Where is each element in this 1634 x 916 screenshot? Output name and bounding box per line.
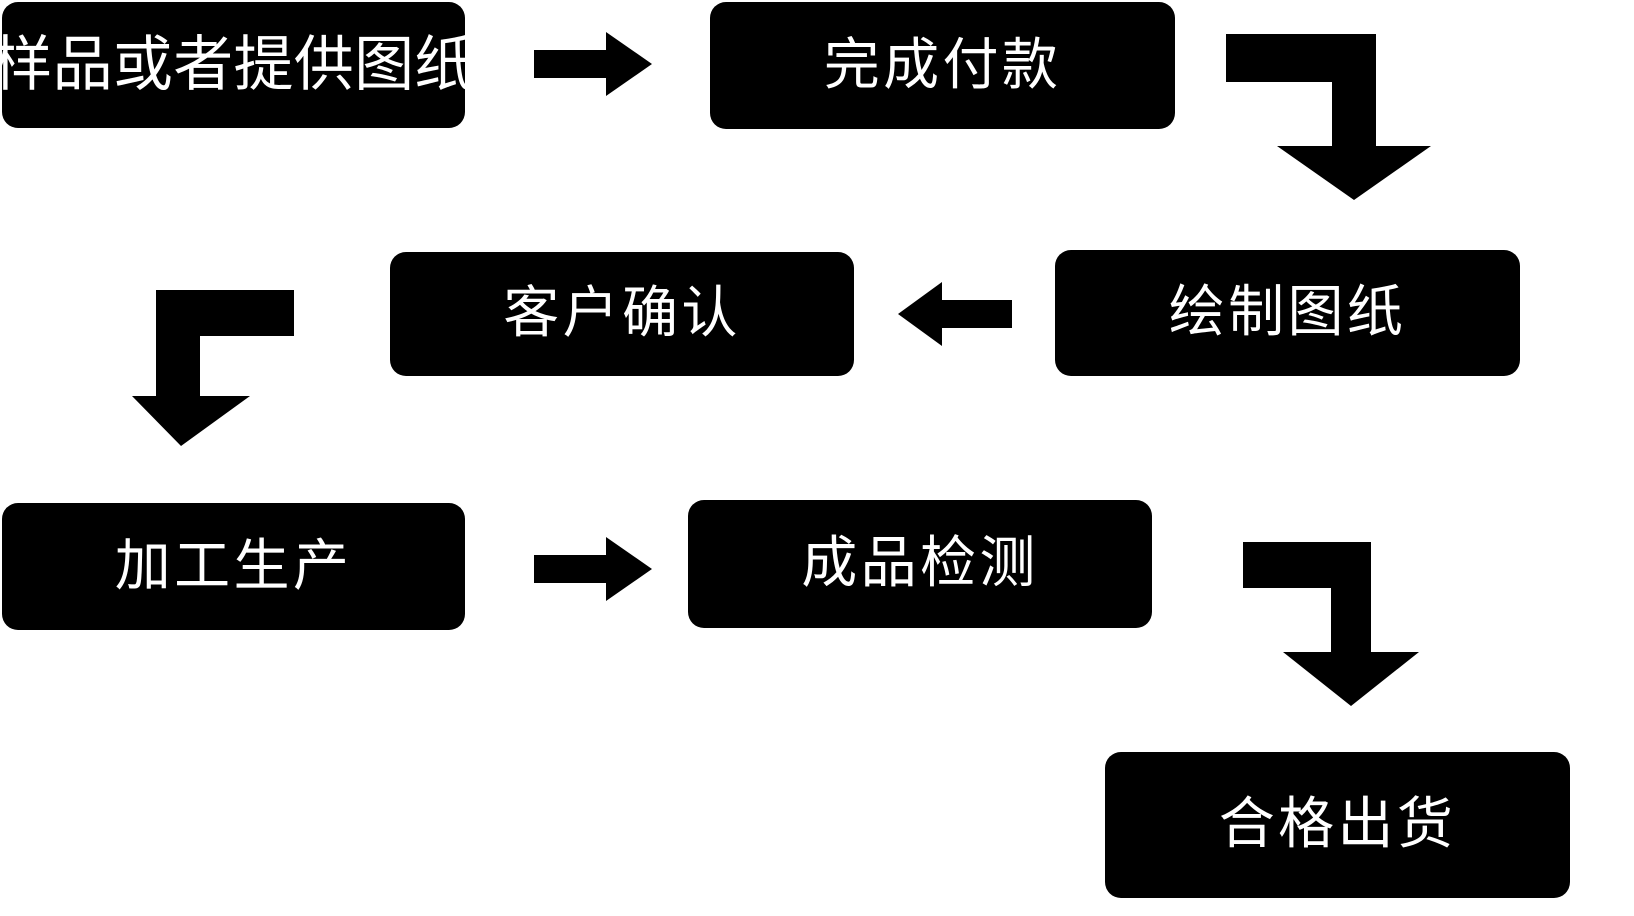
flow-node-sample[interactable]: 样品或者提供图纸 (0, 2, 474, 128)
flow-node-shipment-label: 合格出货 (1218, 792, 1457, 857)
arrow-elbow-inspection-to-shipment-icon (1243, 542, 1419, 706)
arrow-right-production-to-inspection-icon (534, 537, 652, 601)
flow-node-payment-label: 完成付款 (823, 32, 1062, 98)
flow-node-drawing-label: 绘制图纸 (1168, 280, 1407, 345)
arrow-elbow-payment-to-drawing-icon (1226, 34, 1431, 200)
flow-node-inspection[interactable]: 成品检测 (688, 500, 1152, 628)
flow-node-payment[interactable]: 完成付款 (710, 2, 1175, 129)
arrow-elbow-confirm-to-production-icon (132, 290, 294, 446)
flow-node-drawing[interactable]: 绘制图纸 (1055, 250, 1520, 376)
flow-node-production-label: 加工生产 (114, 533, 353, 599)
flow-node-inspection-label: 成品检测 (801, 531, 1039, 596)
flow-node-production[interactable]: 加工生产 (2, 503, 465, 630)
flow-node-shipment[interactable]: 合格出货 (1105, 752, 1570, 898)
flow-node-confirm-label: 客户确认 (503, 281, 741, 346)
arrow-left-drawing-to-confirm-icon (898, 282, 1012, 346)
flow-node-confirm[interactable]: 客户确认 (390, 252, 854, 376)
arrow-right-sample-to-payment-icon (534, 32, 652, 96)
flow-node-sample-label: 样品或者提供图纸 (0, 30, 475, 100)
